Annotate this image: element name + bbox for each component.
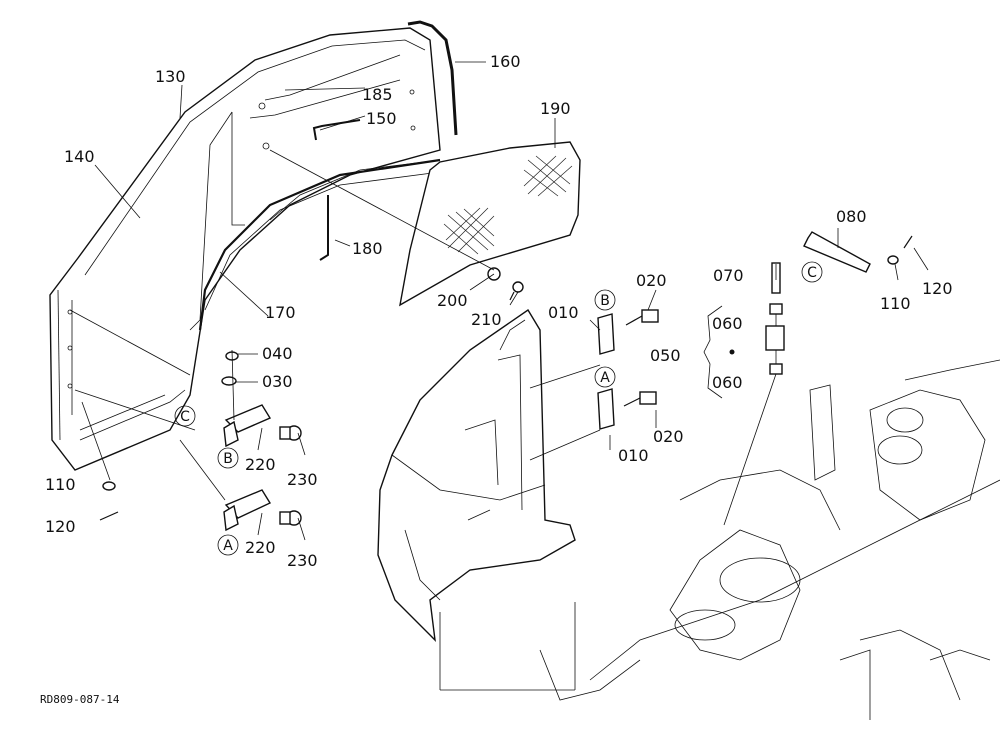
bracket-050 xyxy=(703,305,723,399)
callout-180: 180 xyxy=(352,239,383,258)
callout-185: 185 xyxy=(362,85,393,104)
callout-220-a: 220 xyxy=(245,538,276,557)
bushing-060-upper xyxy=(769,303,783,315)
rod-180 xyxy=(319,195,329,261)
glass-panel-190 xyxy=(399,141,581,307)
bushing-060-lower xyxy=(769,363,783,375)
marker-c-right: C xyxy=(801,261,823,283)
svg-text:C: C xyxy=(180,409,190,425)
svg-text:B: B xyxy=(223,451,233,467)
rod-150 xyxy=(312,119,361,141)
hinge-220-b xyxy=(223,404,272,448)
hinge-220-a xyxy=(223,489,272,532)
callout-030: 030 xyxy=(262,372,293,391)
callout-050: 050 xyxy=(650,346,681,365)
washer-110-left xyxy=(102,481,116,491)
latch-010-a xyxy=(597,388,615,430)
callout-220-b: 220 xyxy=(245,455,276,474)
callout-190: 190 xyxy=(540,99,571,118)
pin-120-left xyxy=(99,511,119,521)
side-panel-130 xyxy=(49,27,441,471)
callout-110-left: 110 xyxy=(45,475,76,494)
callout-040: 040 xyxy=(262,344,293,363)
callout-020-b: 020 xyxy=(636,271,667,290)
svg-text:A: A xyxy=(600,370,610,386)
pin-120-right xyxy=(903,235,913,249)
bolt-210 xyxy=(509,281,524,301)
callout-130: 130 xyxy=(155,67,186,86)
washer-110-right xyxy=(887,255,899,265)
callout-060-lower: 060 xyxy=(712,373,743,392)
bracket-080 xyxy=(803,231,871,273)
marker-a-left: A xyxy=(217,534,239,556)
callout-120-left: 120 xyxy=(45,517,76,536)
marker-b-left: B xyxy=(217,447,239,469)
hinge-block-050 xyxy=(765,325,785,351)
svg-text:C: C xyxy=(807,265,817,281)
svg-text:B: B xyxy=(600,293,610,309)
callout-110-right: 110 xyxy=(880,294,911,313)
bolt-020-a xyxy=(623,391,657,407)
marker-a-right: A xyxy=(594,366,616,388)
bolt-230-a xyxy=(279,510,302,526)
callout-010-b: 010 xyxy=(548,303,579,322)
callout-230-a: 230 xyxy=(287,551,318,570)
circled-markers: C B A B A C xyxy=(174,261,823,556)
callout-170: 170 xyxy=(265,303,296,322)
marker-b-right: B xyxy=(594,289,616,311)
callout-010-a: 010 xyxy=(618,446,649,465)
callout-120-right: 120 xyxy=(922,279,953,298)
reference-code: RD809-087-14 xyxy=(40,693,120,706)
bolt-230-b xyxy=(279,425,302,441)
front-cover xyxy=(377,309,576,642)
svg-text:A: A xyxy=(223,538,233,554)
callout-080: 080 xyxy=(836,207,867,226)
trim-strip-160 xyxy=(407,20,458,136)
hinge-050-dot xyxy=(729,349,735,355)
bolt-020-b xyxy=(625,309,659,326)
callout-200: 200 xyxy=(437,291,468,310)
leader-lines xyxy=(69,61,929,691)
washer-030 xyxy=(221,376,237,386)
machine-frame xyxy=(539,359,1000,720)
callout-labels: 130 140 160 185 150 190 180 170 200 210 … xyxy=(45,52,953,570)
callout-150: 150 xyxy=(366,109,397,128)
marker-c-left: C xyxy=(174,405,196,427)
callout-070: 070 xyxy=(713,266,744,285)
callout-160: 160 xyxy=(490,52,521,71)
callout-140: 140 xyxy=(64,147,95,166)
callout-210: 210 xyxy=(471,310,502,329)
seal-strip-170 xyxy=(198,158,441,331)
callout-020-a: 020 xyxy=(653,427,684,446)
callout-230-b: 230 xyxy=(287,470,318,489)
latch-010-b xyxy=(597,313,615,355)
callout-060-upper: 060 xyxy=(712,314,743,333)
